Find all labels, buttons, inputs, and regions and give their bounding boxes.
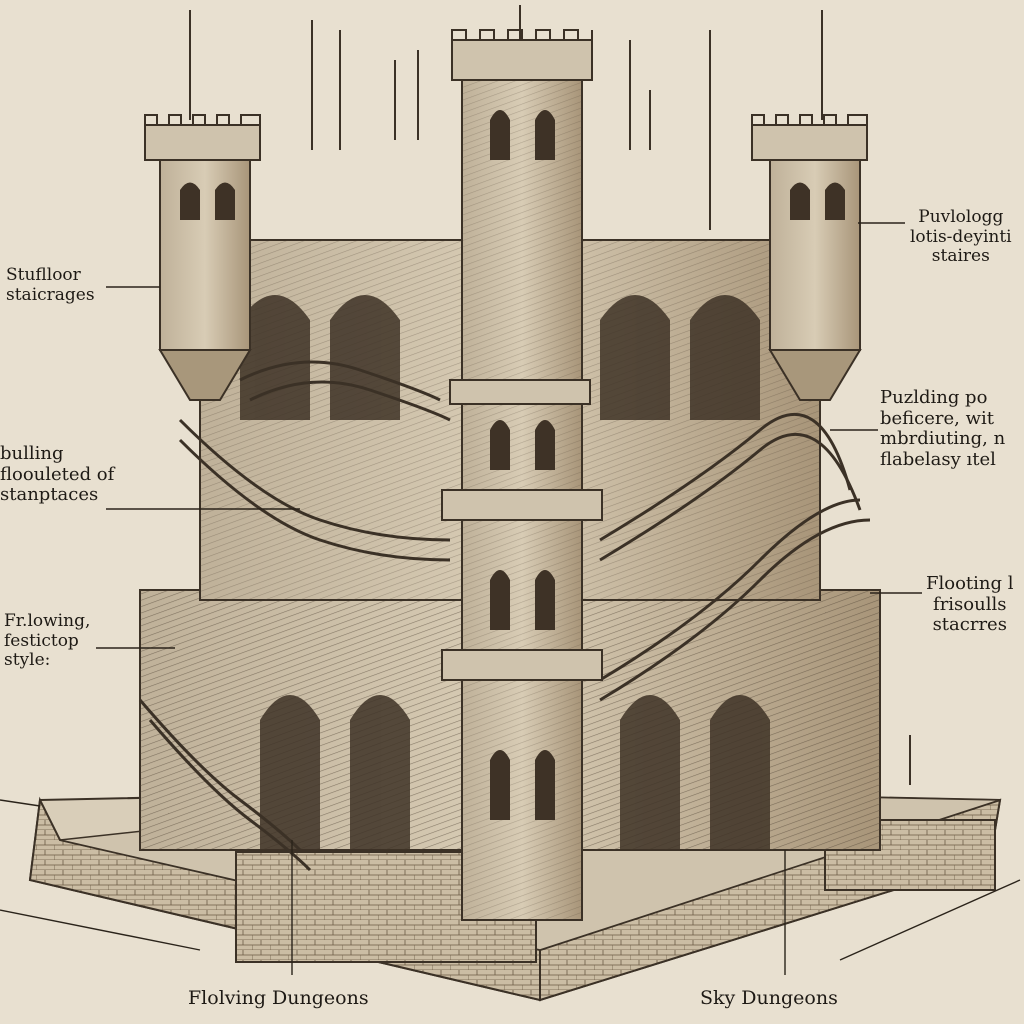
- leader-lines: [0, 222, 1021, 975]
- annotation-line: Puzlding po: [880, 387, 988, 408]
- annotation-flolving-dungeons: Flolving Dungeons: [188, 987, 369, 1010]
- annotation-line: flabelasy ıtel: [880, 449, 996, 471]
- annotation-sky-dungeons: Sky Dungeons: [700, 987, 838, 1010]
- annotation-line: festictop: [4, 630, 79, 651]
- annotation-staircase-top-right: Puvlologg lotis-deyinti staires: [910, 207, 1012, 267]
- annotation-puzzling: Puzlding po beficere, wit mbrdiuting, n …: [880, 387, 1006, 471]
- annotation-line: frisoulls: [933, 593, 1007, 615]
- annotation-line: stacrres: [932, 614, 1007, 636]
- annotation-line: staires: [931, 246, 990, 267]
- annotation-line: Puvlologg: [918, 207, 1004, 227]
- annotation-bulling: bulling floouleted of stanptaces: [0, 443, 115, 506]
- annotation-line: Sky Dungeons: [700, 987, 838, 1009]
- annotation-line: floouleted of: [0, 463, 115, 485]
- right-tower: [751, 114, 868, 401]
- annotation-line: bulling: [0, 443, 64, 464]
- annotation-stair-floor: Stuflloor staicrages: [6, 265, 95, 305]
- annotation-line: Flooting l: [926, 573, 1014, 594]
- central-tower: [441, 29, 603, 921]
- annotation-line: style:: [4, 650, 51, 671]
- left-tower: [144, 114, 261, 401]
- annotation-line: lotis-deyinti: [910, 226, 1012, 247]
- spires: [189, 5, 911, 785]
- annotation-line: Flolving Dungeons: [188, 987, 369, 1009]
- annotation-line: mbrdiuting, n: [880, 428, 1006, 450]
- annotation-line: Stuflloor: [6, 265, 81, 285]
- annotation-flowing-style: Fr.lowing, festictop style:: [4, 611, 91, 671]
- annotation-line: Fr.lowing,: [4, 611, 91, 631]
- staircases: [138, 360, 871, 872]
- annotation-floating-staircases: Flooting l frisoulls stacrres: [926, 573, 1014, 636]
- annotation-line: staicrages: [6, 284, 95, 305]
- annotation-line: beficere, wit: [880, 407, 995, 429]
- annotation-line: stanptaces: [0, 484, 99, 506]
